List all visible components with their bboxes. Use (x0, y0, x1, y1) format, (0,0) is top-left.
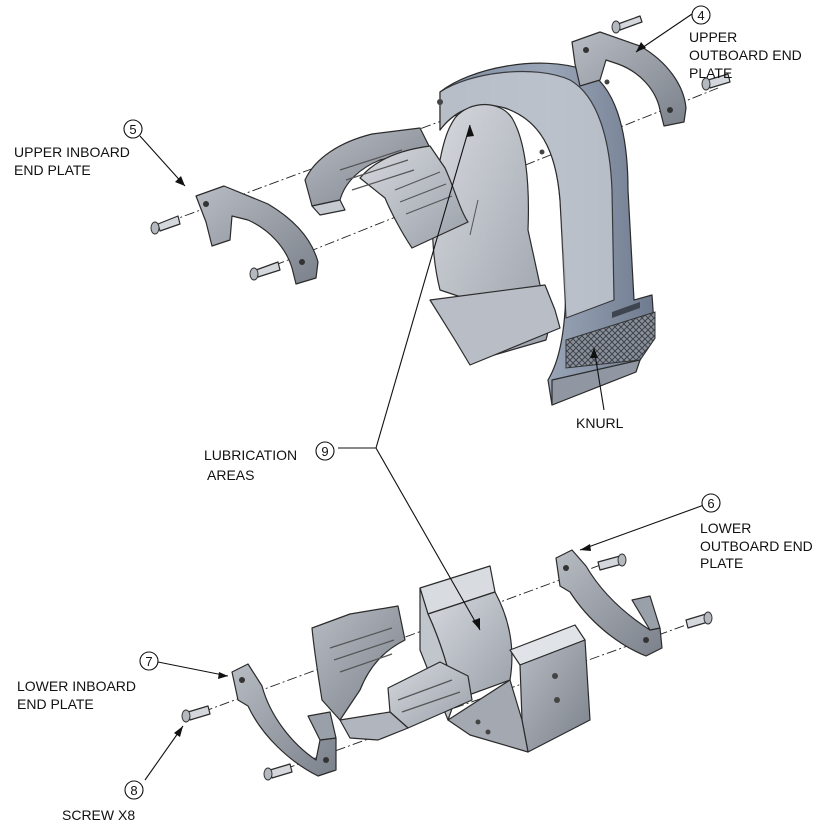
callout-8: 8 (124, 780, 144, 800)
label-line: PLATE (700, 555, 743, 571)
label-line: LUBRICATION (204, 447, 297, 463)
callout-4-number: 4 (697, 8, 704, 23)
label-line: LOWER (700, 520, 751, 536)
label-lower-outboard-end-plate: LOWER OUTBOARD END PLATE (700, 520, 813, 571)
label-line: SCREW X8 (62, 807, 135, 823)
lower-bearing-shells (311, 605, 473, 741)
lower-inboard-end-plate (231, 663, 337, 777)
callout-8-number: 8 (130, 783, 137, 798)
upper-housing (429, 62, 656, 406)
label-line: UPPER INBOARD (14, 144, 130, 160)
label-line: UPPER (689, 29, 737, 45)
lower-inboard-screws (181, 705, 293, 781)
callout-5: 5 (123, 119, 143, 139)
callout-4: 4 (691, 5, 711, 25)
knurl-band (565, 311, 656, 369)
upper-inboard-end-plate (195, 185, 319, 285)
callout-7: 7 (139, 651, 159, 671)
leader-lines (139, 13, 705, 781)
upper-outboard-screws (611, 15, 731, 91)
callout-5-number: 5 (129, 122, 136, 137)
callout-7-number: 7 (145, 654, 152, 669)
label-lower-inboard-end-plate: LOWER INBOARD END PLATE (17, 678, 136, 712)
label-line: OUTBOARD END (689, 47, 802, 63)
upper-bearing-shells (304, 127, 469, 249)
callout-6: 6 (701, 493, 721, 513)
upper-inboard-screws (150, 215, 281, 281)
label-upper-inboard-end-plate: UPPER INBOARD END PLATE (14, 144, 130, 178)
label-line: END PLATE (17, 696, 94, 712)
label-line: LOWER INBOARD (17, 678, 136, 694)
callout-9: 9 (315, 441, 335, 461)
label-line: PLATE (689, 65, 732, 81)
upper-outboard-end-plate (571, 31, 687, 127)
lower-outboard-end-plate (555, 549, 663, 657)
label-upper-outboard-end-plate: UPPER OUTBOARD END PLATE (689, 29, 802, 81)
lower-outboard-screws (597, 553, 713, 629)
label-line: OUTBOARD END (700, 538, 813, 554)
label-line: END PLATE (14, 162, 91, 178)
lower-housing (419, 565, 591, 753)
label-knurl: KNURL (576, 415, 624, 431)
label-screw: SCREW X8 (62, 807, 135, 823)
label-lubrication-areas: LUBRICATION AREAS (204, 447, 297, 483)
callout-6-number: 6 (707, 496, 714, 511)
callout-9-number: 9 (321, 444, 328, 459)
label-line: AREAS (207, 467, 254, 483)
